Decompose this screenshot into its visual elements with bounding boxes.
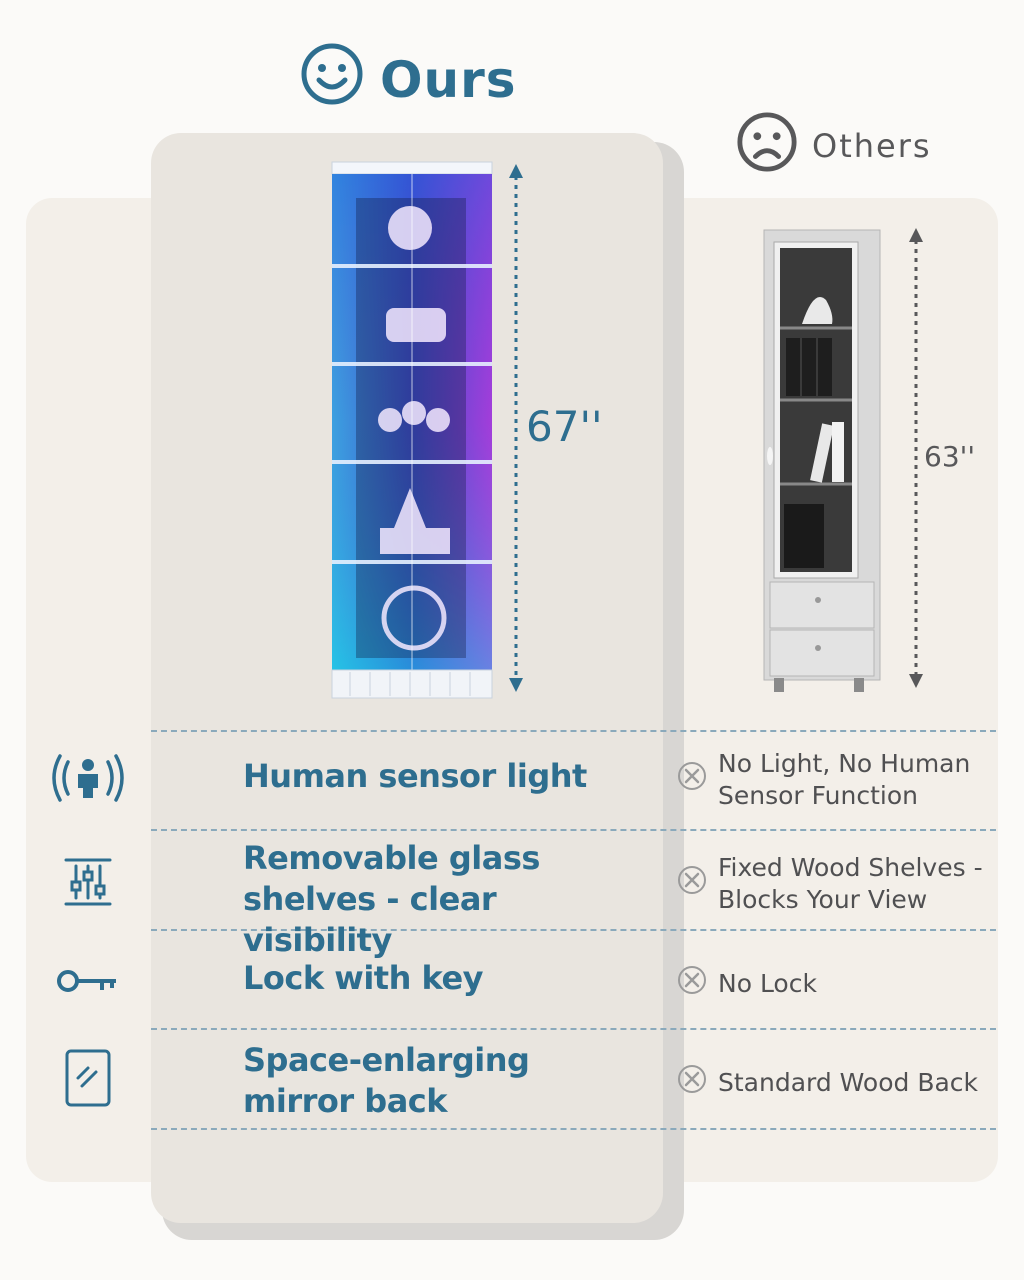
feature-ours-shelves: Removable glass shelves - clear visibili… bbox=[243, 839, 540, 959]
mirror-icon bbox=[64, 1048, 112, 1112]
others-text: Standard Wood Back bbox=[718, 1068, 979, 1097]
feature-others-back: Standard Wood Back bbox=[676, 1063, 978, 1103]
others-text: No Lock bbox=[718, 969, 817, 998]
smiley-face-icon bbox=[300, 42, 364, 118]
row-divider bbox=[151, 730, 996, 732]
row-divider bbox=[151, 1028, 996, 1030]
feature-ours-mirror: Space-enlarging mirror back bbox=[243, 1041, 530, 1120]
feature-ours-sensor: Human sensor light bbox=[243, 757, 587, 795]
sad-face-icon bbox=[736, 111, 798, 181]
others-text: No Light, No Human Sensor Function bbox=[718, 749, 971, 810]
ours-title: Ours bbox=[380, 51, 517, 109]
feature-ours-lock: Lock with key bbox=[243, 959, 484, 997]
ours-cabinet-image bbox=[330, 158, 496, 706]
ours-height-label: 67'' bbox=[526, 402, 603, 451]
sliders-icon bbox=[62, 856, 114, 912]
feature-others-shelves: Fixed Wood Shelves - Blocks Your View bbox=[676, 852, 988, 916]
key-icon bbox=[56, 966, 120, 1000]
human-sensor-icon bbox=[48, 752, 128, 808]
others-cabinet-image bbox=[762, 228, 882, 698]
x-mark-icon bbox=[676, 1063, 708, 1103]
x-mark-icon bbox=[676, 864, 708, 904]
ours-height-arrow bbox=[506, 162, 526, 698]
others-text: Fixed Wood Shelves - Blocks Your View bbox=[718, 853, 983, 914]
others-height-label: 63'' bbox=[924, 440, 976, 473]
feature-others-lock: No Lock bbox=[676, 964, 817, 1004]
others-height-arrow bbox=[906, 226, 926, 694]
others-header: Others bbox=[736, 111, 932, 181]
ours-header: Ours bbox=[300, 42, 517, 118]
row-divider bbox=[151, 1128, 996, 1130]
feature-others-sensor: No Light, No Human Sensor Function bbox=[676, 748, 978, 812]
others-title: Others bbox=[812, 127, 932, 165]
x-mark-icon bbox=[676, 964, 708, 1004]
row-divider bbox=[151, 929, 996, 931]
x-mark-icon bbox=[676, 760, 708, 800]
row-divider bbox=[151, 829, 996, 831]
